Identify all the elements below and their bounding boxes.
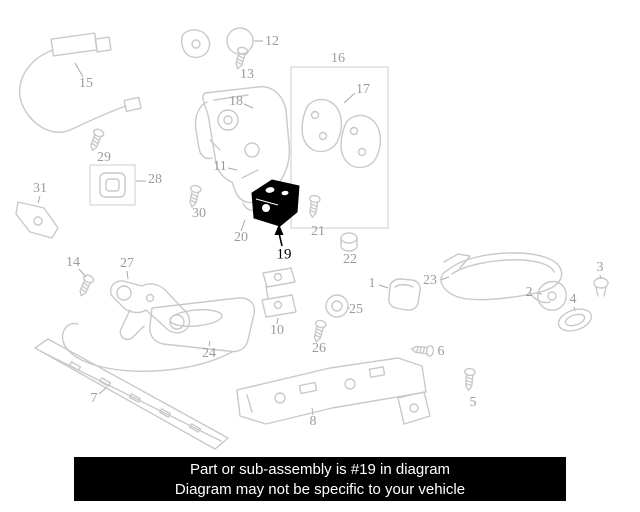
exterior-handle-drawing (440, 252, 563, 304)
lock-cable-drawing (18, 32, 142, 133)
screw-drawing-14 (75, 272, 96, 299)
banner-line2: Diagram may not be specific to your vehi… (174, 481, 466, 498)
handle-lever-drawing (537, 280, 567, 311)
clip-top-drawing (180, 29, 211, 59)
part-label-26: 26 (312, 341, 326, 356)
part-label-1: 1 (368, 276, 376, 291)
part-label-12: 12 (265, 34, 279, 49)
screw-drawing-30 (186, 183, 203, 209)
part-label-13: 13 (240, 67, 254, 82)
part-label-23: 23 (423, 273, 437, 288)
highlighted-part-19 (251, 179, 300, 227)
part-label-30: 30 (192, 206, 206, 221)
part-label-27: 27 (120, 256, 134, 271)
part-label-6: 6 (437, 344, 445, 359)
screw-drawing-21 (306, 194, 322, 219)
banner-line1: Part or sub-assembly is #19 in diagram (189, 461, 451, 478)
part-label-31: 31 (33, 181, 47, 196)
grommet-22-drawing (340, 232, 358, 252)
part-label-21: 21 (311, 224, 325, 239)
gasket-ring-drawing (226, 27, 254, 55)
part-label-5: 5 (469, 395, 477, 410)
part-label-2: 2 (525, 285, 533, 300)
gasket-28-box (89, 164, 136, 206)
vehicle-notice-banner: Part or sub-assembly is #19 in diagram D… (74, 457, 566, 501)
part-label-15: 15 (79, 76, 93, 91)
part-label-24: 24 (202, 346, 216, 361)
part-label-28: 28 (148, 172, 162, 187)
inner-bracket-drawing (236, 357, 431, 425)
cap-25-drawing (325, 294, 349, 318)
door-lock-actuator-drawing (194, 86, 291, 212)
part-label-8: 8 (309, 414, 317, 429)
part-label-20: 20 (234, 230, 248, 245)
part-label-4: 4 (569, 292, 577, 307)
part-label-18: 18 (229, 94, 243, 109)
part-label-29: 29 (97, 150, 111, 165)
interior-handle-drawing (61, 297, 256, 372)
part-label-14: 14 (66, 255, 80, 270)
part-label-7: 7 (90, 391, 98, 406)
lower-trim-drawing (34, 338, 229, 450)
screw-drawing-6 (410, 343, 435, 358)
part-label-19-highlighted: 19 (276, 246, 292, 263)
gasket-group-box (290, 66, 389, 229)
part-label-11: 11 (213, 159, 227, 174)
part-label-17: 17 (356, 82, 370, 97)
clip-3-drawing (593, 277, 609, 297)
highlight-arrow (274, 224, 284, 247)
hinge-brackets-drawing (261, 267, 297, 318)
part-label-22: 22 (343, 252, 357, 267)
part-label-25: 25 (349, 302, 363, 317)
part-label-3: 3 (596, 260, 604, 275)
part-label-16: 16 (331, 51, 345, 66)
screw-drawing-5 (462, 367, 477, 392)
door-check-drawing (15, 201, 59, 239)
handle-cap-drawing (388, 278, 421, 311)
gasket-4-drawing (557, 308, 593, 332)
screw-drawing-26 (310, 318, 328, 344)
part-label-10: 10 (270, 323, 284, 338)
screw-drawing-29 (86, 127, 106, 153)
